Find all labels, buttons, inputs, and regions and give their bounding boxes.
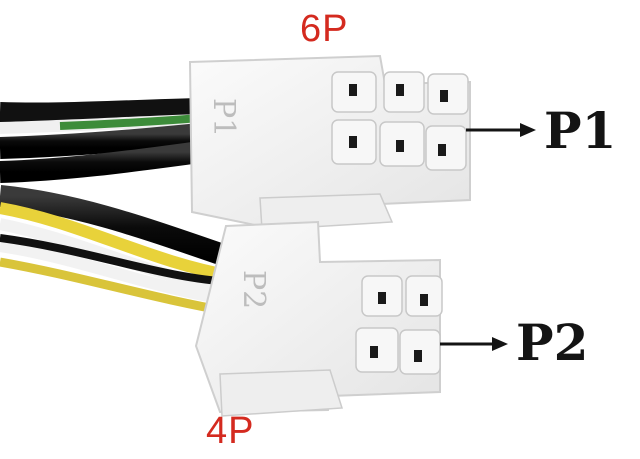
connector-p1-pins <box>331 71 469 171</box>
connector-p1-latch <box>259 193 394 231</box>
wire-bundle-p1 <box>0 98 202 183</box>
connector-p1: P1 <box>188 54 471 231</box>
connector-p2-pins <box>355 275 443 375</box>
arrow-p1 <box>466 123 536 137</box>
connector-p2: P2 <box>194 220 443 417</box>
wire-bundle-p2 <box>0 185 236 317</box>
label-p2: P2 <box>516 313 589 372</box>
label-4p: 4P <box>206 410 255 452</box>
connector-p1-embossed-text: P1 <box>206 98 241 137</box>
label-p1: P1 <box>544 101 617 160</box>
arrow-p2 <box>440 337 508 351</box>
connector-p2-latch <box>219 369 344 417</box>
connector-p2-embossed-text: P2 <box>236 270 271 309</box>
label-6p: 6P <box>300 8 349 50</box>
